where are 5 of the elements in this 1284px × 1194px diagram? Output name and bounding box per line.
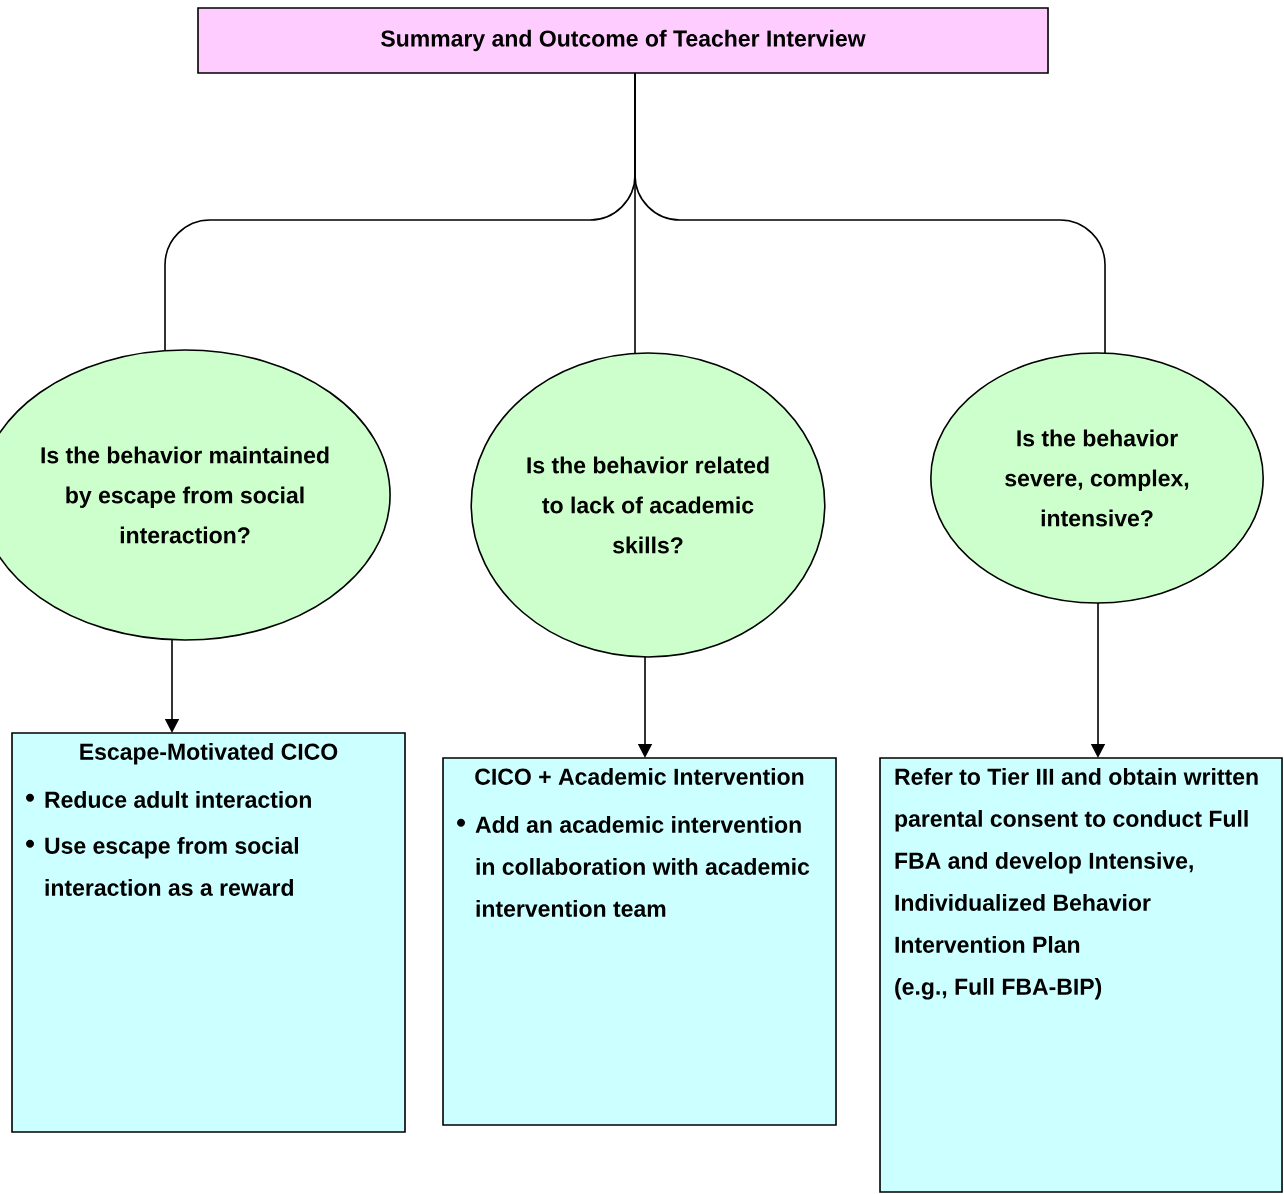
connector-line: [634, 72, 1106, 354]
title-box: Summary and Outcome of Teacher Interview: [197, 7, 1049, 74]
outcome-box: Escape-Motivated CICO Reduce adult interaction Use escape from social interaction as a reward: [11, 732, 406, 1133]
outcome-box: Refer to Tier III and obtain written parental consent to conduct Full FBA and develop Intensive, Individualized Behavior Intervention Plan (e.g., Full FBA-BIP): [879, 757, 1283, 1193]
outcome-box: CICO + Academic Intervention Add an academic intervention in collaboration with academic intervention team: [442, 757, 837, 1126]
